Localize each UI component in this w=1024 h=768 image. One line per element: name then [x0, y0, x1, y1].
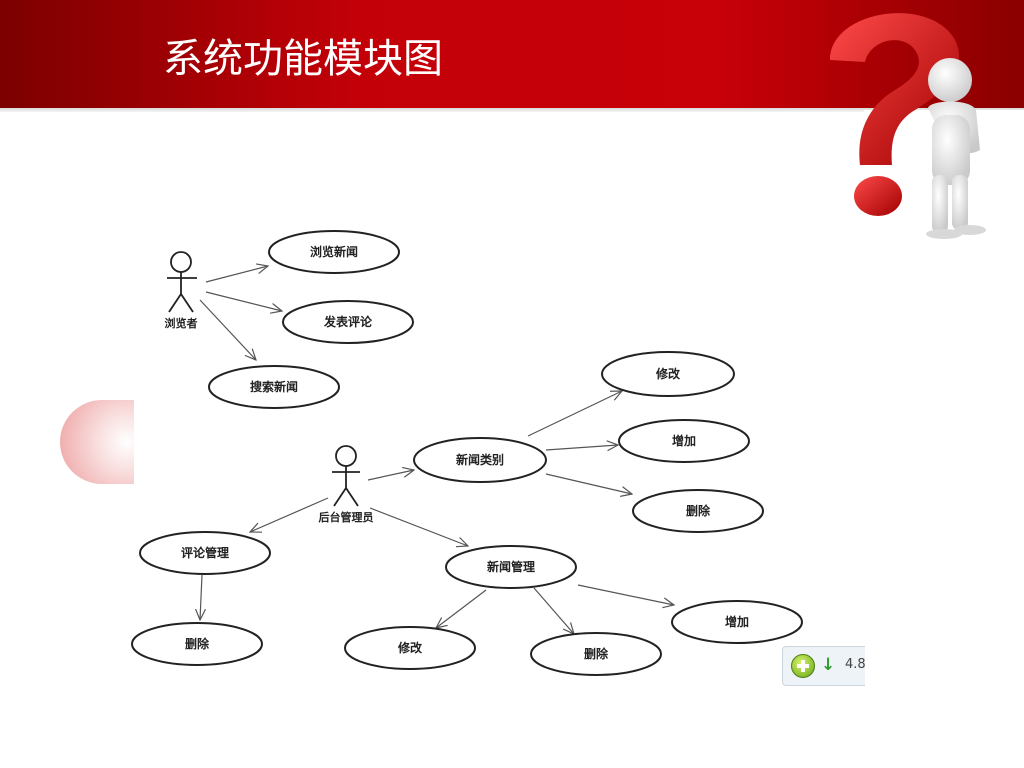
use-case-ellipse [632, 489, 764, 533]
actor-label: 后台管理员 [319, 510, 374, 524]
relation-arrow [200, 574, 202, 620]
relation-arrow [527, 391, 622, 437]
use-case-diagram: 浏览者 后台管理员 浏览新闻 发表评论 搜索新闻 新闻类别 修改 增加 删除 评… [131, 230, 803, 676]
use-case-ellipse [139, 531, 271, 575]
use-case-label: 增加 [672, 433, 696, 448]
use-case-ellipse [208, 365, 340, 409]
use-case-label: 搜索新闻 [250, 379, 298, 394]
use-case-ellipses [131, 230, 803, 676]
use-case-label: 删除 [686, 503, 711, 518]
relation-arrow [205, 266, 268, 283]
question-mark-figure-icon [830, 13, 1024, 250]
use-case-label: 修改 [397, 640, 423, 655]
use-case-ellipse [282, 300, 414, 344]
relation-arrow [199, 299, 256, 360]
relation-arrow [367, 470, 414, 481]
decorative-swoosh [60, 400, 134, 484]
use-case-ellipse [671, 600, 803, 644]
use-case-ellipse [131, 622, 263, 666]
use-case-label: 删除 [185, 636, 210, 651]
use-case-ellipse [445, 545, 577, 589]
use-case-label: 删除 [584, 646, 609, 661]
relation-arrow [533, 587, 574, 634]
use-case-ellipse [413, 437, 547, 483]
use-case-ellipse [268, 230, 400, 274]
relation-arrow [545, 473, 632, 494]
actor-admin [332, 445, 360, 507]
download-widget[interactable]: ↓ 4.8 [782, 646, 865, 686]
relation-arrow [205, 291, 282, 311]
use-case-label: 评论管理 [181, 545, 229, 560]
widget-value: 4.8 [845, 657, 865, 672]
actor-browser [167, 251, 197, 313]
use-case-ellipse [618, 419, 750, 463]
use-case-label: 新闻类别 [456, 452, 504, 467]
use-case-label: 发表评论 [323, 314, 373, 329]
use-case-label: 增加 [725, 614, 749, 629]
relation-arrows [200, 266, 674, 634]
slide-title: 系统功能模块图 [163, 36, 443, 82]
use-case-labels: 浏览新闻 发表评论 搜索新闻 新闻类别 修改 增加 删除 评论管理 删除 新闻管… [181, 244, 749, 661]
use-case-ellipse [601, 351, 735, 397]
relation-arrow [250, 497, 329, 532]
green-plus-icon[interactable] [791, 654, 815, 678]
actor-label: 浏览者 [165, 316, 198, 330]
use-case-ellipse [530, 632, 662, 676]
relation-arrow [369, 507, 468, 546]
banner-divider [0, 108, 1024, 112]
use-case-label: 新闻管理 [487, 559, 535, 574]
use-case-label: 修改 [655, 366, 681, 381]
relation-arrow [436, 589, 487, 628]
use-case-ellipse [344, 626, 476, 670]
relation-arrow [577, 584, 674, 605]
down-arrow-icon: ↓ [821, 655, 836, 675]
relation-arrow [545, 445, 618, 450]
use-case-label: 浏览新闻 [310, 244, 358, 259]
